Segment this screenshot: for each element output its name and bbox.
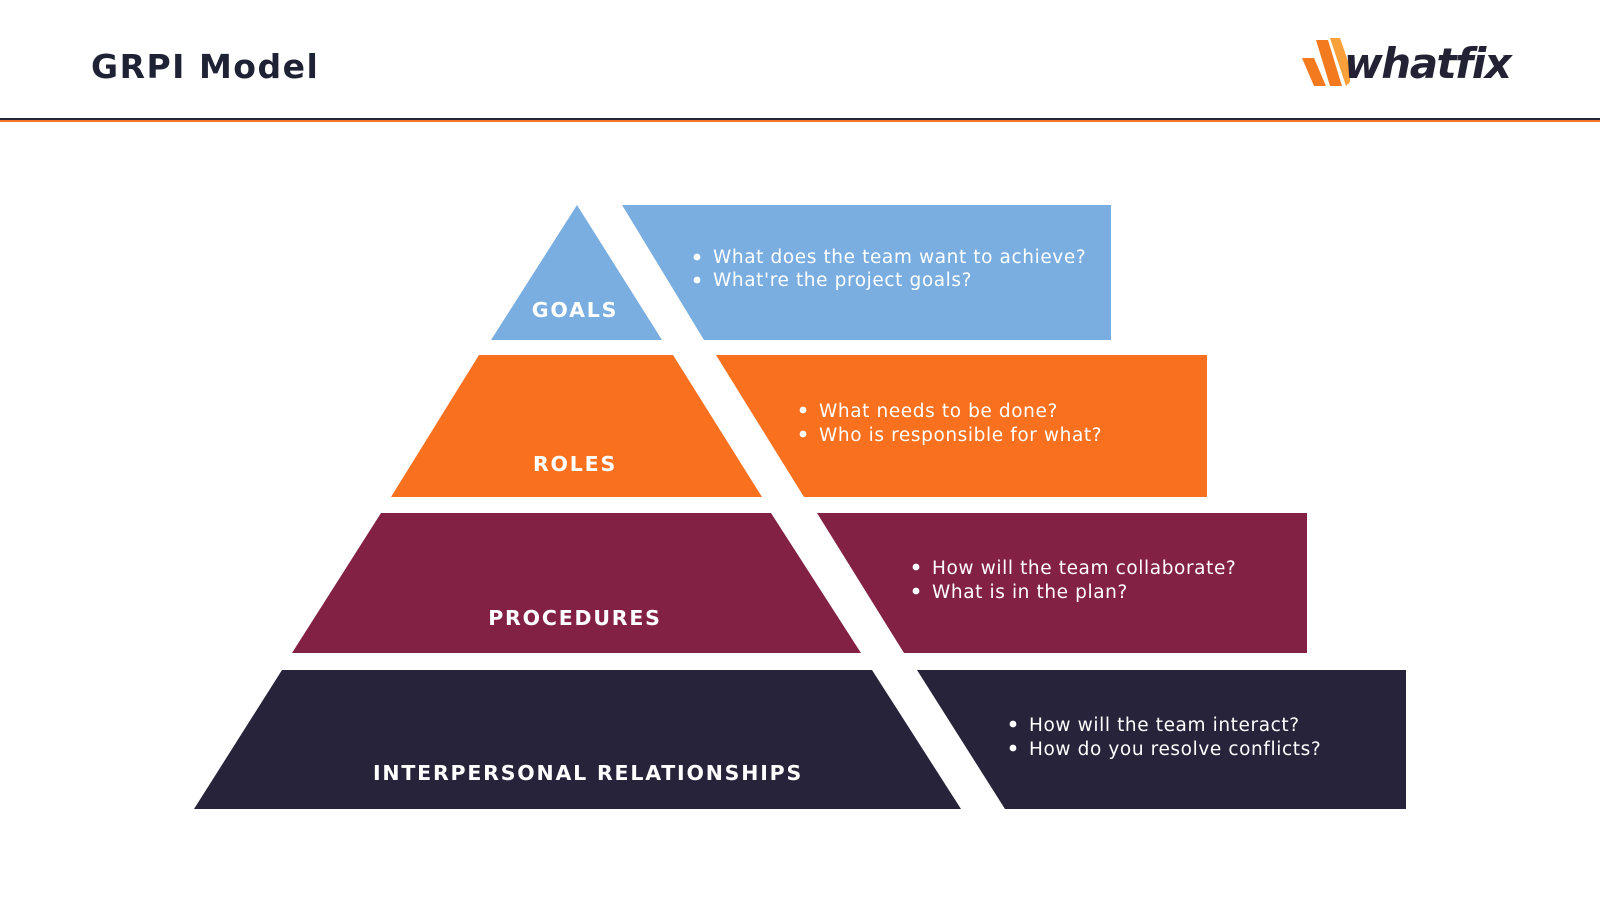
tier-goals: GOALS What does the team want to achieve… [491,205,1111,340]
interpersonal-label: INTERPERSONAL RELATIONSHIPS [373,761,803,785]
roles-bullet-1: What needs to be done? [819,401,1058,422]
roles-bullet-2: Who is responsible for what? [819,425,1102,446]
procedures-bullet-2: What is in the plan? [932,582,1128,603]
page-title: GRPI Model [91,47,320,86]
procedures-panel [817,513,1307,653]
roles-panel [716,355,1207,497]
roles-label: ROLES [533,452,617,476]
whatfix-logo: whatfix ™ [1300,34,1540,100]
logo-mark-icon [1302,38,1350,86]
goals-bullet-dot [693,253,701,261]
interpersonal-bullet-2: How do you resolve conflicts? [1029,739,1321,760]
procedures-bullet-1: How will the team collaborate? [932,558,1236,579]
header-divider-accent [0,120,1600,122]
goals-panel [622,205,1111,340]
roles-triangle [391,355,762,497]
procedures-label: PROCEDURES [488,606,662,630]
goals-bullet-2: What're the project goals? [713,270,972,291]
interpersonal-bullet-dot [1009,720,1017,728]
logo-wordmark: whatfix [1344,39,1512,88]
header-divider [0,118,1600,120]
page-header: GRPI Model whatfix ™ [0,0,1600,122]
interpersonal-bullet-dot [1009,744,1017,752]
tier-roles: ROLES What needs to be done? Who is resp… [391,355,1207,497]
interpersonal-panel [917,670,1406,809]
procedures-bullet-dot [912,563,920,571]
procedures-triangle [292,513,861,653]
goals-triangle [491,205,662,340]
goals-bullet-1: What does the team want to achieve? [713,247,1086,268]
roles-bullet-dot [799,430,807,438]
goals-label: GOALS [532,298,618,322]
procedures-bullet-dot [912,587,920,595]
tier-procedures: PROCEDURES How will the team collaborate… [292,513,1307,653]
roles-bullet-dot [799,406,807,414]
interpersonal-bullet-1: How will the team interact? [1029,715,1300,736]
goals-bullet-dot [693,276,701,284]
interpersonal-triangle [194,670,961,809]
tier-interpersonal-relationships: INTERPERSONAL RELATIONSHIPS How will the… [194,670,1406,809]
logo-trademark: ™ [1502,54,1509,62]
